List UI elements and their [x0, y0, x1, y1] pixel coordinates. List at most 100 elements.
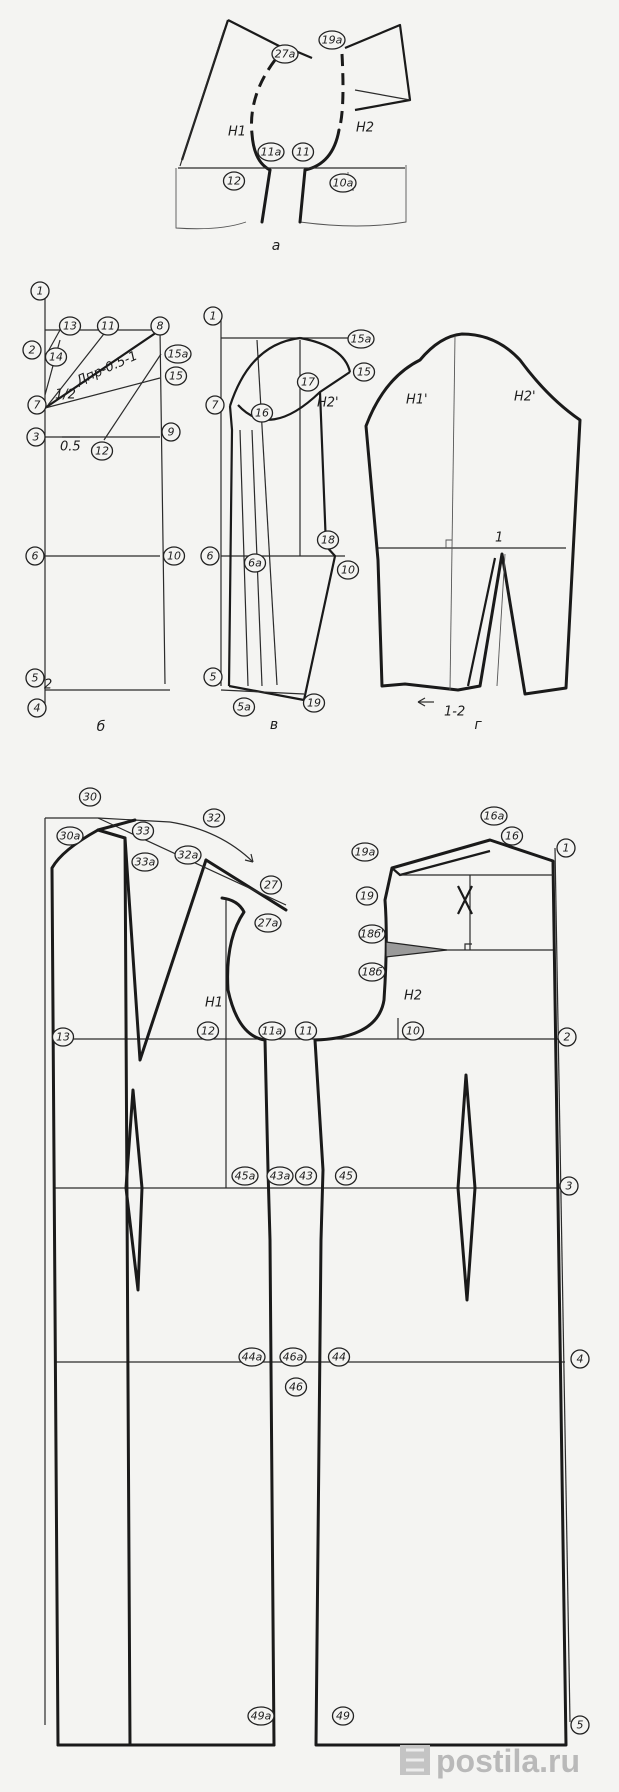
point-marker — [258, 1021, 286, 1041]
point-marker — [294, 1166, 318, 1186]
point-label: 46 — [289, 1381, 303, 1394]
point-marker — [557, 1027, 577, 1047]
point-marker — [205, 395, 225, 415]
point-marker — [58, 316, 82, 336]
point-marker — [90, 441, 114, 461]
point-label: 2 — [29, 344, 36, 357]
point-label: 13 — [63, 320, 77, 333]
point-marker — [200, 546, 220, 566]
point-marker — [78, 787, 102, 807]
point-marker — [334, 1166, 358, 1186]
point-marker — [259, 875, 283, 895]
point-label: 45а — [235, 1170, 256, 1183]
point-label: 49а — [251, 1710, 272, 1723]
point-marker — [25, 668, 45, 688]
point-label: 5 — [210, 671, 217, 684]
point-label: 19а — [355, 846, 376, 859]
point-label: 30а — [60, 830, 81, 843]
point-label: 49 — [336, 1710, 350, 1723]
panel-g-points: Н1'Н2'11-2 — [406, 390, 536, 720]
point-label: 2 — [564, 1031, 571, 1044]
annotation-label: Н2 — [404, 989, 422, 1004]
point-marker — [22, 340, 42, 360]
scissors-icon — [457, 885, 473, 915]
annotation-label: 1-2 — [444, 705, 465, 720]
point-marker — [257, 142, 285, 162]
point-marker — [161, 422, 181, 442]
point-marker — [336, 560, 360, 580]
point-label: 33а — [135, 856, 156, 869]
point-label: 11 — [299, 1025, 313, 1038]
annotation-label: 1 — [495, 531, 503, 546]
point-label: 9 — [168, 426, 175, 439]
annotation-label: 0.5 — [60, 440, 81, 455]
point-label: 11а — [262, 1025, 283, 1038]
point-marker — [559, 1176, 579, 1196]
point-marker — [318, 30, 346, 50]
point-label: 30 — [83, 791, 97, 804]
point-label: 15 — [169, 370, 183, 383]
point-marker — [238, 1347, 266, 1367]
point-label: 33 — [136, 825, 150, 838]
point-label: 16а — [484, 810, 505, 823]
annotation-label: 1/2 — [55, 388, 76, 403]
point-label: 3 — [33, 431, 40, 444]
point-marker — [30, 281, 50, 301]
point-marker — [358, 924, 386, 944]
point-marker — [556, 838, 576, 858]
point-marker — [162, 546, 186, 566]
point-marker — [231, 1166, 259, 1186]
point-label: 18б — [362, 966, 383, 979]
point-marker — [570, 1349, 590, 1369]
point-marker — [131, 821, 155, 841]
point-marker — [26, 427, 46, 447]
point-label: 1 — [37, 285, 44, 298]
panel-a-caption: а — [272, 238, 281, 254]
point-label: 15а — [351, 333, 372, 346]
point-label: 6а — [248, 557, 262, 570]
point-label: 12 — [95, 445, 109, 458]
point-marker — [250, 403, 274, 423]
point-label: 16 — [255, 407, 269, 420]
point-label: 27а — [275, 48, 296, 61]
point-marker — [27, 395, 47, 415]
point-marker — [254, 913, 282, 933]
point-label: 27а — [258, 917, 279, 930]
point-marker — [347, 329, 375, 349]
watermark-text: postila.ru — [436, 1743, 580, 1779]
point-label: 10 — [167, 550, 181, 563]
point-marker — [570, 1715, 590, 1735]
point-marker — [480, 806, 508, 826]
point-label: 4 — [34, 702, 41, 715]
shoulder-width-annotation: Дпр-0.5-1 — [73, 349, 140, 390]
point-label: 1 — [563, 842, 570, 855]
point-marker — [203, 667, 223, 687]
point-label: 43 — [299, 1170, 313, 1183]
point-label: 5 — [32, 672, 39, 685]
point-label: 7 — [34, 399, 41, 412]
point-marker — [271, 44, 299, 64]
point-marker — [202, 808, 226, 828]
point-label: 1 — [210, 310, 217, 323]
point-label: 19а — [322, 34, 343, 47]
point-label: 15 — [357, 366, 371, 379]
point-marker — [500, 826, 524, 846]
point-label: 17 — [301, 376, 315, 389]
annotation-label: Н2' — [317, 396, 339, 411]
point-marker — [44, 347, 68, 367]
point-label: 15а — [168, 348, 189, 361]
point-label: 11 — [296, 146, 310, 159]
point-label: 3 — [566, 1180, 573, 1193]
point-label: 5а — [237, 701, 251, 714]
point-marker — [279, 1347, 307, 1367]
point-marker — [203, 306, 223, 326]
point-marker — [329, 173, 357, 193]
point-marker — [266, 1166, 294, 1186]
point-label: 7 — [212, 399, 219, 412]
point-label: 43а — [270, 1170, 291, 1183]
